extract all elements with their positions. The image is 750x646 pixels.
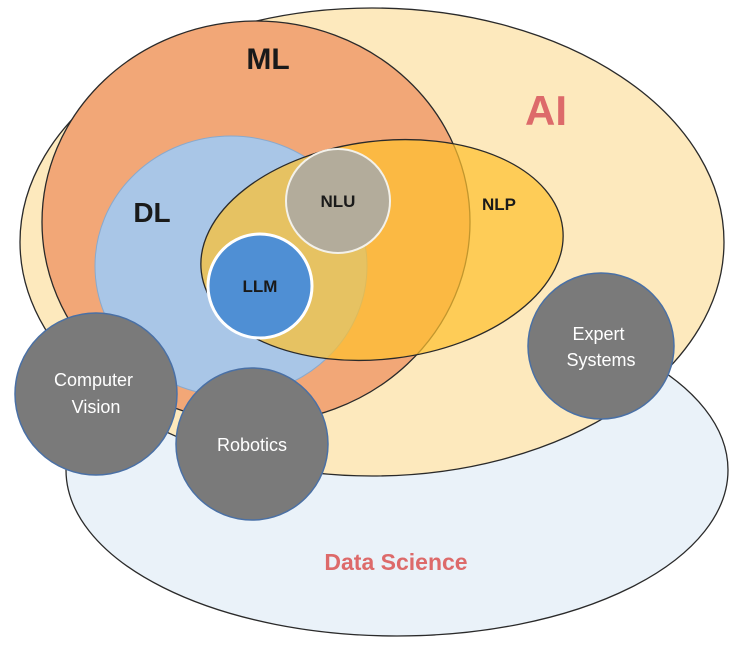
expert-systems-label: Expert Systems (566, 324, 635, 370)
expert-systems-label-line-2: Systems (566, 350, 635, 370)
computer-vision-label-line-1: Computer (54, 370, 133, 390)
data-science-label: Data Science (324, 549, 467, 575)
nlu-region (285, 148, 391, 254)
expert-systems-label-line-1: Expert (572, 324, 624, 344)
nlu-label: NLU (321, 192, 356, 211)
expert-systems-bubble (527, 272, 675, 420)
robotics-label: Robotics (217, 435, 287, 455)
computer-vision-label: Computer Vision (54, 370, 138, 417)
llm-region (206, 232, 314, 340)
dl-label: DL (133, 197, 170, 228)
nlp-label: NLP (482, 195, 516, 214)
computer-vision-bubble (14, 312, 178, 476)
ai-label: AI (525, 87, 567, 134)
robotics-bubble (175, 367, 329, 521)
robotics-label-line-1: Robotics (217, 435, 287, 455)
llm-label: LLM (243, 277, 278, 296)
computer-vision-label-line-2: Vision (72, 397, 121, 417)
ml-label: ML (246, 43, 289, 76)
